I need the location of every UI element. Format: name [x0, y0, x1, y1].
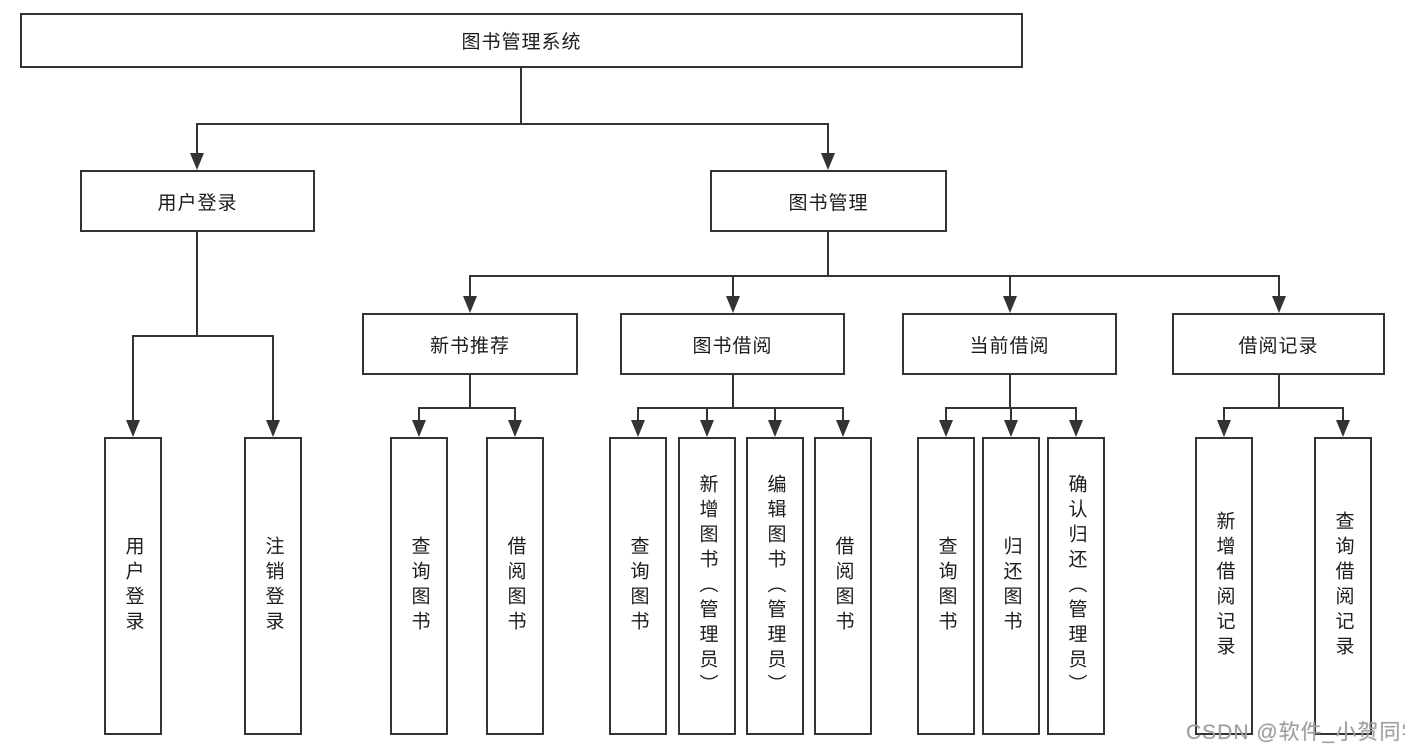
connector-arrow: [726, 275, 740, 313]
leaf-label: 查询图书: [935, 536, 957, 636]
node-book-management: 图书管理: [710, 170, 947, 232]
leaf-records-query-record: 查询借阅记录: [1314, 437, 1372, 735]
leaf-label: 用户登录: [122, 536, 144, 636]
connector-line: [732, 375, 734, 407]
node-book-borrow: 图书借阅: [620, 313, 845, 375]
connector-arrow: [631, 407, 645, 437]
connector-line: [827, 232, 829, 275]
connector-line: [132, 335, 274, 337]
connector-line: [637, 407, 844, 409]
leaf-borrow-borrow-books: 借阅图书: [814, 437, 872, 735]
connector-arrow: [126, 335, 140, 437]
leaf-label: 归还图书: [1000, 536, 1022, 636]
connector-arrow: [939, 407, 953, 437]
node-user-login: 用户登录: [80, 170, 315, 232]
leaf-user-login: 用户登录: [104, 437, 162, 735]
csdn-watermark: CSDN @软件_小贺同学: [1186, 721, 1405, 744]
leaf-current-return-books: 归还图书: [982, 437, 1040, 735]
connector-arrow: [700, 407, 714, 437]
connector-arrow: [1003, 275, 1017, 313]
connector-line: [196, 232, 198, 335]
connector-arrow: [412, 407, 426, 437]
connector-arrow: [836, 407, 850, 437]
leaf-label: 注销登录: [262, 536, 284, 636]
connector-line: [1278, 375, 1280, 407]
connector-line: [196, 123, 829, 125]
connector-line: [1009, 375, 1011, 407]
connector-arrow: [768, 407, 782, 437]
connector-arrow: [1336, 407, 1350, 437]
connector-line: [418, 407, 516, 409]
connector-arrow: [190, 123, 204, 170]
connector-arrow: [1004, 407, 1018, 437]
node-current-borrow: 当前借阅: [902, 313, 1117, 375]
connector-arrow: [508, 407, 522, 437]
connector-line: [1223, 407, 1344, 409]
leaf-logout: 注销登录: [244, 437, 302, 735]
leaf-label: 新增借阅记录: [1213, 511, 1235, 661]
connector-line: [469, 275, 1280, 277]
node-borrow-records: 借阅记录: [1172, 313, 1385, 375]
leaf-recommend-borrow-books: 借阅图书: [486, 437, 544, 735]
leaf-borrow-query-books: 查询图书: [609, 437, 667, 735]
leaf-recommend-query-books: 查询图书: [390, 437, 448, 735]
leaf-borrow-edit-books-admin: 编辑图书（管理员）: [746, 437, 804, 735]
connector-arrow: [821, 123, 835, 170]
node-new-book-recommend: 新书推荐: [362, 313, 578, 375]
connector-arrow: [1217, 407, 1231, 437]
leaf-label: 新增图书（管理员）: [696, 473, 718, 699]
connector-arrow: [1272, 275, 1286, 313]
leaf-borrow-add-books-admin: 新增图书（管理员）: [678, 437, 736, 735]
leaf-label: 确认归还（管理员）: [1065, 473, 1087, 699]
leaf-label: 借阅图书: [504, 536, 526, 636]
connector-line: [520, 68, 522, 123]
node-root-system: 图书管理系统: [20, 13, 1023, 68]
connector-line: [469, 375, 471, 407]
leaf-label: 借阅图书: [832, 536, 854, 636]
leaf-label: 编辑图书（管理员）: [764, 473, 786, 699]
connector-arrow: [463, 275, 477, 313]
leaf-label: 查询图书: [408, 536, 430, 636]
leaf-records-add-record: 新增借阅记录: [1195, 437, 1253, 735]
leaf-label: 查询借阅记录: [1332, 511, 1354, 661]
connector-arrow: [266, 335, 280, 437]
leaf-current-query-books: 查询图书: [917, 437, 975, 735]
connector-arrow: [1069, 407, 1083, 437]
leaf-label: 查询图书: [627, 536, 649, 636]
leaf-current-confirm-return-admin: 确认归还（管理员）: [1047, 437, 1105, 735]
